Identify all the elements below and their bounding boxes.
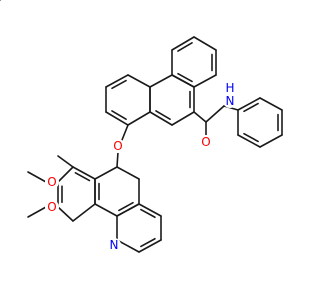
svg-text:O: O <box>113 139 122 153</box>
bond-line <box>121 124 129 141</box>
bond-line <box>27 171 47 183</box>
bond-line <box>94 203 118 217</box>
bond-line <box>57 206 74 222</box>
bond-line <box>177 72 193 83</box>
svg-text:H: H <box>225 81 234 95</box>
bond-line <box>116 151 119 168</box>
bond-line <box>155 110 171 121</box>
bond-line <box>193 74 217 88</box>
bond-line <box>72 203 96 222</box>
atom-label-amide-hydrogen: H <box>224 81 236 95</box>
bond-line <box>116 239 140 253</box>
bond-line <box>171 74 195 88</box>
bond-line <box>259 134 283 148</box>
bond-line <box>138 203 162 217</box>
atom-label-ether-oxygen: O <box>111 139 125 153</box>
bond-line <box>105 74 129 88</box>
atom-label-methoxy-oxygen-upper: O <box>45 175 59 189</box>
bond-line <box>57 155 74 168</box>
bond-lines <box>0 0 283 253</box>
bond-line <box>140 237 156 248</box>
bond-line <box>193 111 207 123</box>
atom-label-quinoline-nitrogen: N <box>107 238 121 252</box>
bond-line <box>193 36 217 51</box>
bond-line <box>140 208 156 219</box>
atom-label-methoxy-oxygen-lower: O <box>45 200 59 214</box>
bond-line <box>27 206 47 218</box>
bond-line <box>105 111 129 126</box>
bond-line <box>171 111 195 126</box>
bond-line <box>177 41 193 52</box>
bond-line <box>72 166 96 180</box>
svg-text:O: O <box>47 175 56 189</box>
bond-line <box>127 111 151 126</box>
bond-line <box>149 111 173 126</box>
bond-line <box>243 132 259 143</box>
svg-text:N: N <box>226 94 235 108</box>
bond-line <box>111 79 127 90</box>
bond-line <box>74 172 91 182</box>
bond-line <box>127 74 151 88</box>
bond-line <box>237 97 261 111</box>
bond-line <box>111 110 127 121</box>
bond-line <box>237 134 261 148</box>
molecule-structure: O N H O O O N <box>0 0 283 253</box>
bond-line <box>118 201 134 212</box>
bond-line <box>205 105 225 123</box>
bond-line <box>138 239 162 253</box>
bond-line <box>243 102 259 113</box>
bond-line <box>171 36 195 51</box>
bond-line <box>149 74 173 88</box>
atom-label-carbonyl-oxygen: O <box>199 135 213 149</box>
atom-label-amide-nitrogen: N <box>223 94 237 108</box>
bond-line <box>57 166 74 183</box>
svg-text:O: O <box>47 200 56 214</box>
bond-line <box>116 166 140 180</box>
bond-line <box>116 203 140 217</box>
bond-line <box>94 166 118 180</box>
svg-text:O: O <box>201 135 210 149</box>
atom-labels: O N H O O O N <box>45 81 237 252</box>
svg-text:N: N <box>110 238 119 252</box>
bond-line <box>259 97 283 111</box>
